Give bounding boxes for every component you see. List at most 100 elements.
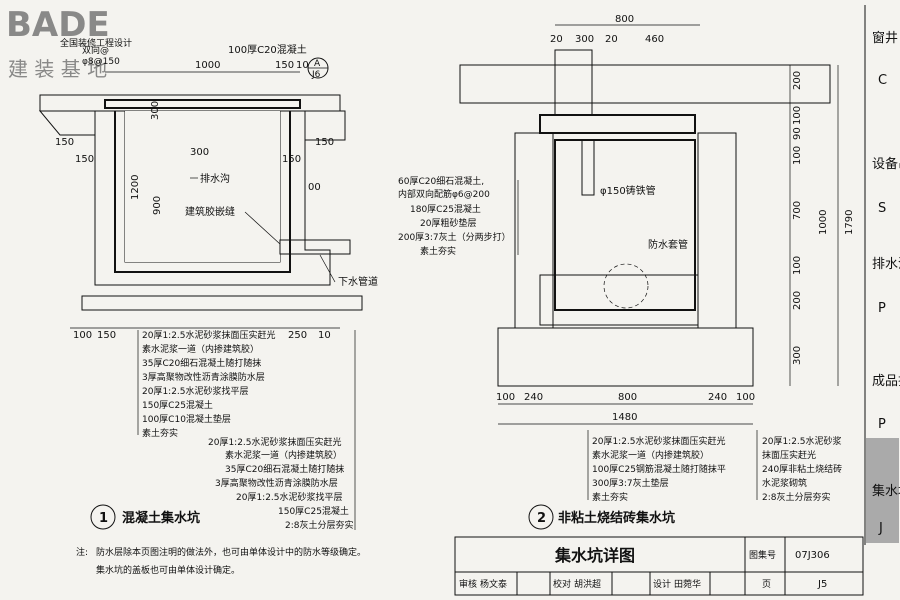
right-wall-layers: 20厚1:2.5水泥砂浆 抹面压实赶光 240厚非粘土烧结砖 水泥浆砌筑 2:8… (762, 435, 842, 503)
dim-100-r3: 100 (792, 256, 803, 275)
cover-label: 180厚C25混凝土 (410, 203, 481, 215)
left-side-slope (38, 110, 96, 136)
page-number: J5 (817, 579, 827, 590)
dim-10-br: 10 (318, 330, 331, 341)
cover-label: 200厚3:7灰土（分两步打） (398, 231, 511, 243)
cover-label: 20厚粗砂垫层 (420, 217, 476, 229)
cover-labels: 60厚C20细石混凝土, 内部双向配筋φ6@200 180厚C25混凝土 20厚… (398, 175, 511, 257)
dim-150-bl: 150 (97, 330, 116, 341)
right-cover-slab (539, 114, 696, 134)
dim-1200: 1200 (130, 175, 141, 200)
dim-1000: 1000 (195, 60, 220, 71)
dim-1480: 1480 (612, 412, 637, 423)
dim-10: 10 (296, 60, 309, 71)
drain-pipe (279, 239, 351, 255)
layer-item: 3厚高聚物改性沥青涂膜防水层 (215, 477, 338, 489)
dim-00: 00 (308, 182, 321, 193)
dim-800-top: 800 (615, 14, 634, 25)
cast-iron-pipe (581, 139, 595, 196)
dim-150-r1: 150 (282, 154, 301, 165)
right-bottom-layers: 20厚1:2.5水泥砂浆抹面压实赶光 素水泥浆一道（内掺建筑胶） 100厚C25… (592, 435, 726, 503)
right-detail: 800 20 300 20 460 60厚C20细石混凝土, 内部双向配筋φ6@… (398, 14, 855, 530)
callout-ref: J6 (311, 70, 321, 80)
label-waterproof-sleeve: 防水套管 (648, 238, 688, 251)
dim-100-bl: 100 (73, 330, 92, 341)
right-detail-number-circle (528, 504, 554, 530)
right-ground-slab (459, 64, 831, 104)
left-detail-title: 混凝土集水坑 (122, 510, 200, 526)
left-base-cushion (81, 295, 363, 311)
brick-wall-left (514, 132, 554, 329)
left-detail-number: 1 (99, 511, 108, 526)
layer-item: 100厚C25钢筋混凝土随打随抹平 (592, 463, 726, 475)
checker-name: 胡洪超 (574, 578, 601, 590)
note-line-1: 防水层除本页图注明的做法外，也可由单体设计中的防水等级确定。 (96, 546, 366, 558)
layer-item: 3厚高聚物改性沥青涂膜防水层 (142, 371, 265, 383)
layer-item: 300厚3:7灰土垫层 (592, 477, 669, 489)
title-block: 集水坑详图 图集号 07J306 审核 杨文泰 校对 胡洪超 设计 田菀华 页 … (454, 536, 864, 596)
pit-bottom-slab (539, 274, 699, 326)
index-p2: P (878, 417, 886, 432)
dim-100-bb2: 100 (736, 392, 755, 403)
note-label: 注: (76, 546, 88, 558)
dim-800-bb: 800 (618, 392, 637, 403)
dim-20-a: 20 (550, 34, 563, 45)
layer-item: 20厚1:2.5水泥砂浆 (762, 435, 842, 447)
label-sewer-pipe: 下水管道 (338, 275, 378, 288)
layer-item: 素水泥浆一道（内掺建筑胶） (225, 449, 342, 461)
dim-240-bb2: 240 (708, 392, 727, 403)
layer-item: 素水泥浆一道（内掺建筑胶） (592, 449, 709, 461)
cast-iron-pipe-sleeve (554, 49, 593, 116)
dim-20-b: 20 (605, 34, 618, 45)
cover-label: 60厚C20细石混凝土, (398, 175, 484, 187)
index-window-well: 窗井 (872, 30, 898, 46)
logo: BADE 建 装 基 地 全国装修工程设计 (6, 5, 132, 81)
designer-name: 田菀华 (674, 578, 701, 590)
note-block: 注: 防水层除本页图注明的做法外，也可由单体设计中的防水等级确定。 集水坑的盖板… (76, 546, 366, 576)
layer-item: 素土夯实 (592, 491, 628, 503)
label-rebar-dia: φ8@150 (82, 57, 120, 67)
dim-1000-r: 1000 (818, 210, 829, 235)
layer-item: 240厚非粘土烧结砖 (762, 463, 842, 475)
layer-item: 素土夯实 (142, 427, 178, 439)
dim-150: 150 (275, 60, 294, 71)
dim-100-r1: 100 (792, 106, 803, 125)
dim-90-r: 90 (792, 127, 803, 140)
right-pit-cavity (554, 139, 696, 311)
check-label: 校对 (553, 578, 571, 590)
index-j-active: J (878, 521, 883, 536)
dim-300-b: 300 (190, 147, 209, 158)
layer-item: 35厚C20细石混凝土随打随抹 (142, 357, 261, 369)
index-prefab-trench: 成品排水沟 (872, 374, 900, 389)
layer-item: 素水泥浆一道（内掺建筑胶） (142, 343, 259, 355)
label-sealant: 建筑胶嵌缝 (185, 205, 235, 218)
brick-wall-right (697, 132, 737, 329)
left-detail-number-circle (90, 504, 116, 530)
right-detail-number: 2 (537, 511, 546, 526)
side-index: 窗井 C 设备吊装口 S 排水沟 P 成品排水沟 P 集水坑 J (864, 5, 900, 545)
index-c: C (878, 73, 887, 88)
page-label: 页 (762, 579, 771, 590)
right-layers-list: 20厚1:2.5水泥砂浆抹面压实赶光 素水泥浆一道（内掺建筑胶） 35厚C20细… (208, 436, 354, 531)
dim-900: 900 (152, 196, 163, 215)
logo-text: BADE (6, 5, 110, 45)
dim-300-r: 300 (792, 346, 803, 365)
left-detail: 1000 150 10 100厚C20混凝土 双向@ φ8@150 A J6 3… (38, 43, 378, 531)
logo-subtitle: 建 装 基 地 (8, 57, 107, 81)
dim-300-a: 300 (150, 101, 161, 120)
dim-150-l1: 150 (55, 137, 74, 148)
dim-200-r2: 200 (792, 291, 803, 310)
label-rebar-spacing: 双向@ (82, 44, 109, 56)
dim-100-r2: 100 (792, 146, 803, 165)
cover-label: 内部双向配筋φ6@200 (398, 188, 490, 200)
dim-100-bb1: 100 (496, 392, 515, 403)
review-label: 审核 (459, 578, 477, 590)
dim-460: 460 (645, 34, 664, 45)
atlas-label: 图集号 (749, 549, 776, 561)
design-label: 设计 (653, 578, 671, 590)
index-sump-active: 集水坑 (872, 483, 900, 499)
layer-item: 2:8灰土分层夯实 (762, 491, 831, 503)
layer-item: 20厚1:2.5水泥砂浆找平层 (142, 385, 249, 397)
layer-item: 150厚C25混凝土 (142, 399, 213, 411)
